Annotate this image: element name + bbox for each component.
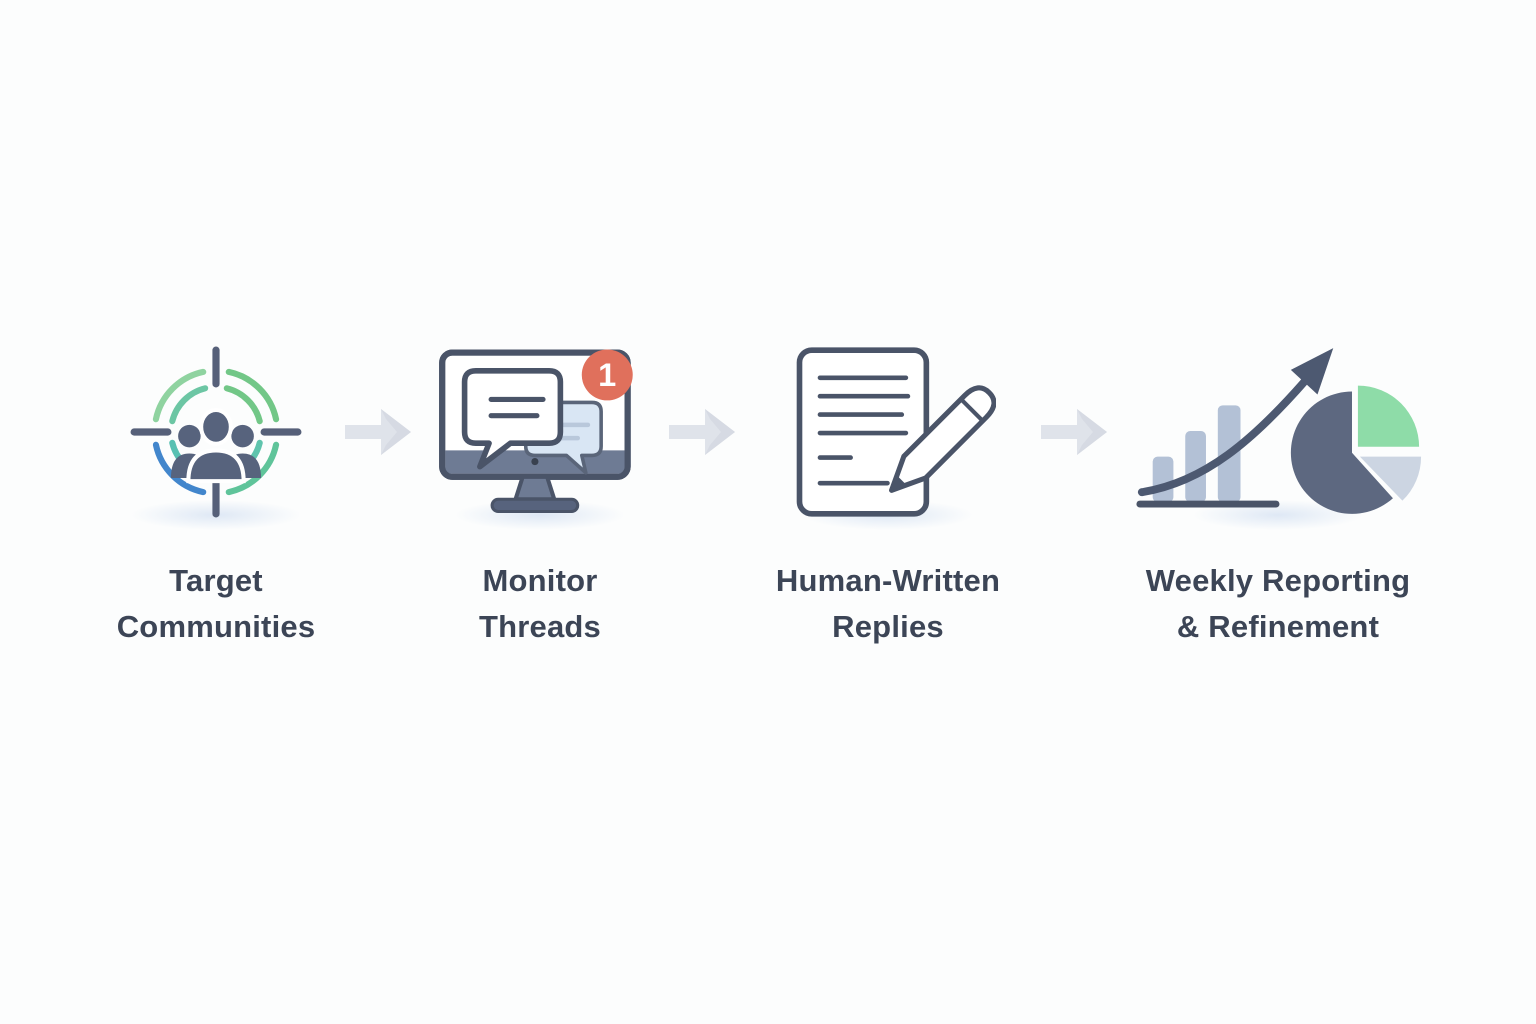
reporting-chart-icon — [1110, 338, 1446, 526]
notification-badge-count: 1 — [598, 356, 616, 393]
target-communities-icon — [90, 338, 342, 526]
step-human-written-replies: Human-Written Replies — [738, 338, 1038, 649]
document-pencil-icon — [738, 338, 1038, 526]
step-label-monitor-threads: Monitor Threads — [479, 558, 601, 649]
label-line: Threads — [479, 608, 601, 644]
label-line: Communities — [116, 608, 316, 644]
flow-arrow-icon — [1041, 338, 1107, 526]
label-line: Monitor — [482, 563, 598, 598]
step-label-human-written-replies: Human-Written Replies — [776, 558, 1000, 649]
label-line: Human-Written — [775, 563, 1001, 598]
step-monitor-threads: 1 Monitor Threads — [414, 338, 666, 649]
label-line: & Refinement — [1176, 608, 1380, 644]
steps-row: Target Communities — [90, 338, 1446, 649]
monitor-threads-icon: 1 — [414, 338, 666, 526]
step-label-weekly-reporting: Weekly Reporting & Refinement — [1146, 558, 1410, 649]
label-line: Replies — [832, 608, 944, 644]
flow-arrow-icon — [345, 338, 411, 526]
step-target-communities: Target Communities — [90, 338, 342, 649]
flow-arrow-icon — [669, 338, 735, 526]
step-label-target-communities: Target Communities — [117, 558, 316, 649]
step-weekly-reporting: Weekly Reporting & Refinement — [1110, 338, 1446, 649]
label-line: Target — [169, 563, 263, 598]
label-line: Weekly Reporting — [1145, 563, 1411, 598]
